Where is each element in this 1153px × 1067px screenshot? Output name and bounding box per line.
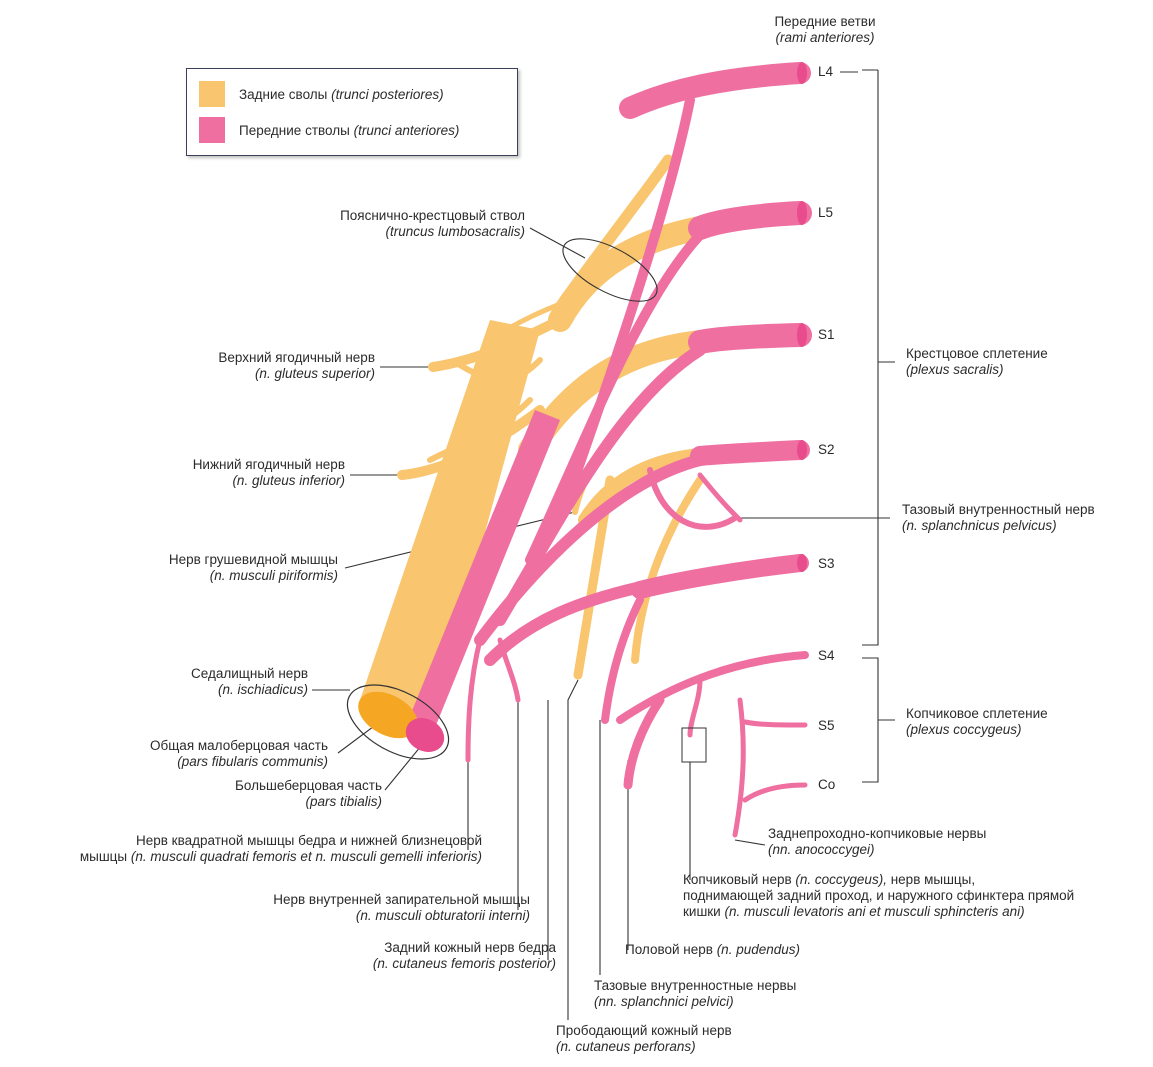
label-anococcygei: Заднепроходно-копчиковые нервы (nn. anoc…: [768, 826, 986, 858]
root-label-s2: S2: [818, 442, 835, 457]
label-cutaneus-perforans: Прободающий кожный нерв (n. cutaneus per…: [556, 1023, 732, 1055]
s5-pink: [745, 722, 805, 725]
splanch-pink-2: [700, 475, 740, 520]
label-splanchnicus-pelvicus: Тазовый внутренностный нерв (n. splanchn…: [902, 502, 1095, 534]
l5-end-cap: [797, 201, 807, 225]
legend-item-posterior: Задние сволы (trunci posteriores): [199, 81, 444, 107]
legend: Задние сволы (trunci posteriores) Передн…: [186, 68, 518, 156]
root-label-s4: S4: [818, 648, 835, 663]
leader-perforans: [568, 680, 578, 1020]
label-truncus-lumbosacralis: Пояснично-крестцовый ствол (truncus lumb…: [250, 208, 525, 240]
label-ischiadicus: Седалищный нерв (n. ischiadicus): [90, 666, 308, 698]
legend-posterior-latin: (trunci posteriores): [331, 87, 444, 102]
label-cutaneus-femoris-posterior: Задний кожный нерв бедра (n. cutaneus fe…: [320, 940, 556, 972]
label-plexus-sacralis: Крестцовое сплетение (plexus sacralis): [906, 346, 1048, 378]
root-label-l5: L5: [818, 205, 833, 220]
coccygeal-box: [682, 728, 706, 762]
legend-item-anterior: Передние стволы (trunci anteriores): [199, 117, 459, 143]
s1-pink: [700, 335, 800, 342]
label-pudendus: Половой нерв (n. pudendus): [625, 942, 800, 958]
label-rami-anteriores: Передние ветви (rami anteriores): [755, 14, 895, 46]
l4-pink: [630, 73, 800, 108]
bracket-rami: [862, 70, 878, 645]
root-label-s3: S3: [818, 556, 835, 571]
label-gluteus-inferior: Нижний ягодичный нерв (n. gluteus inferi…: [100, 457, 345, 489]
label-gluteus-superior: Верхний ягодичный нерв (n. gluteus super…: [130, 350, 375, 382]
label-pars-fibularis: Общая малоберцовая часть (pars fibularis…: [80, 738, 328, 770]
root-label-l4: L4: [818, 64, 833, 79]
s4-branch: [690, 680, 700, 735]
s1-end-cap: [797, 323, 807, 347]
legend-anterior-main: Передние стволы: [239, 123, 350, 138]
leader-anococcygei: [735, 840, 765, 845]
legend-swatch-anterior: [199, 117, 225, 143]
label-pars-tibialis: Большеберцовая часть (pars tibialis): [150, 778, 382, 810]
s2-pink: [700, 450, 800, 456]
label-splanchnici-pelvici: Тазовые внутренностные нервы (nn. splanc…: [594, 978, 796, 1010]
s4-pink: [620, 655, 805, 720]
co-pink: [745, 785, 805, 800]
root-label-co: Co: [818, 777, 835, 792]
root-label-s1: S1: [818, 327, 835, 342]
s2-end-cap: [797, 440, 807, 460]
legend-swatch-posterior: [199, 81, 225, 107]
root-end-caps: [797, 62, 807, 572]
quadratus-pink: [468, 640, 480, 760]
root-label-s5: S5: [818, 718, 835, 733]
legend-posterior-main: Задние сволы: [239, 87, 327, 102]
coccygeal-vert: [735, 700, 743, 835]
s3-pink: [640, 563, 800, 590]
s3-end-cap: [797, 554, 807, 572]
label-obturatorius-internus: Нерв внутренней запирательной мышцы (n. …: [200, 892, 530, 924]
legend-anterior-latin: (trunci anteriores): [354, 123, 460, 138]
label-quadratus-femoris: Нерв квадратной мышцы бедра и нижней бли…: [20, 833, 482, 865]
bracket-coccygeus: [862, 658, 895, 782]
label-piriformis: Нерв грушевидной мышцы (n. musculi pirif…: [80, 552, 338, 584]
leader-lumbosacral: [530, 228, 585, 258]
label-plexus-coccygeus: Копчиковое сплетение (plexus coccygeus): [906, 706, 1048, 738]
label-coccygeus-nerve: Копчиковый нерв (n. coccygeus), нерв мыш…: [683, 872, 1074, 920]
l5-pink: [700, 213, 800, 228]
l4-end-cap: [797, 62, 807, 84]
